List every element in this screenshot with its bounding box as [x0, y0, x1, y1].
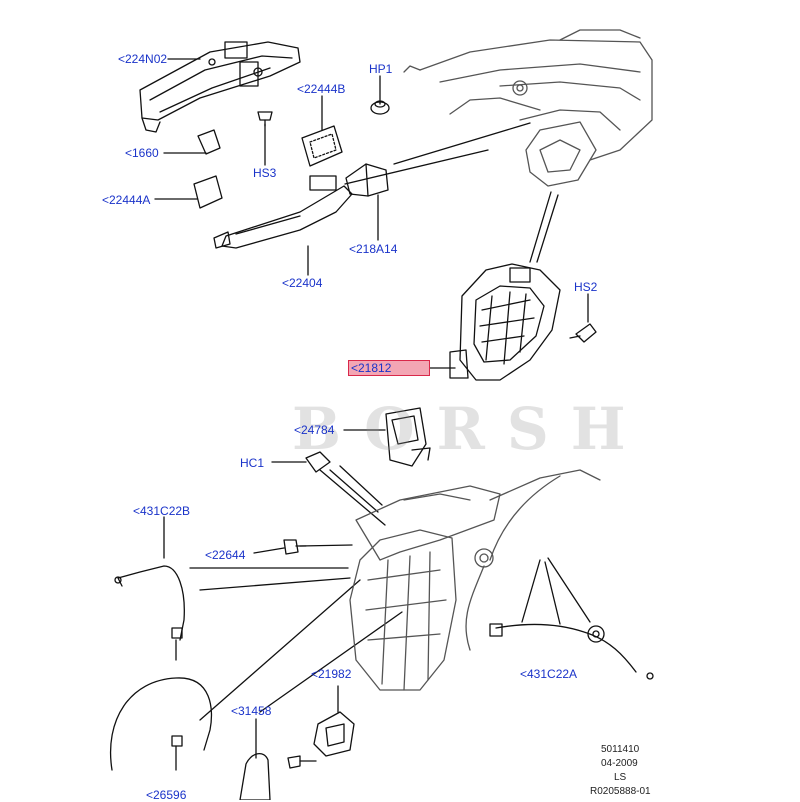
stamp-drawing-number: 5011410	[601, 744, 640, 755]
callout-1660[interactable]: <1660	[125, 146, 159, 160]
callout-22644[interactable]: <22644	[205, 548, 246, 562]
cap-218a14-part	[345, 163, 389, 197]
gasket-22444a-part	[193, 175, 223, 209]
cable-431c22b-part	[114, 565, 185, 661]
callout-hs3[interactable]: HS3	[253, 166, 277, 180]
leader-lines	[154, 58, 591, 759]
stamp-code: LS	[614, 772, 627, 783]
exterior-handle-22404-part	[213, 175, 353, 249]
stamp-date: 04-2009	[601, 758, 638, 769]
callout-hp1[interactable]: HP1	[369, 62, 393, 76]
callout-hc1[interactable]: HC1	[240, 456, 265, 470]
bracket-24784-part	[385, 407, 431, 467]
hs3-screw-part	[257, 111, 273, 127]
clip-hc1-part	[305, 451, 331, 473]
callout-431c22a[interactable]: <431C22A	[520, 667, 578, 681]
stamp-reference: R0205888-01	[590, 786, 651, 797]
watermark: BORSH	[292, 395, 648, 463]
door-inner-frame-upper	[403, 29, 653, 187]
striker-21982-part	[313, 711, 355, 757]
lower-screw-part	[287, 755, 317, 769]
gasket-22444b-part	[301, 125, 343, 167]
callout-22444b[interactable]: <22444B	[297, 82, 346, 96]
callout-431c22b[interactable]: <431C22B	[133, 504, 191, 518]
callout-26596[interactable]: <26596	[146, 788, 187, 802]
hs2-screw-part	[569, 323, 597, 343]
callout-24784[interactable]: <24784	[294, 423, 335, 437]
callout-21982[interactable]: <21982	[311, 667, 352, 681]
door-lock-module-lower	[349, 469, 601, 691]
callout-22404[interactable]: <22404	[282, 276, 323, 290]
bolt-22644-part	[283, 539, 307, 555]
callout-22444a[interactable]: <22444A	[102, 193, 151, 207]
cover-31458-part	[239, 753, 271, 800]
callout-21812-selected[interactable]: <21812	[348, 360, 430, 376]
callout-224n02[interactable]: <224N02	[118, 52, 168, 66]
cable-431c22a-part	[489, 623, 654, 680]
clip-1660-part	[197, 129, 221, 155]
cable-26596-part	[110, 677, 213, 771]
callout-218a14[interactable]: <218A14	[349, 242, 398, 256]
hp1-plug-part	[370, 100, 390, 115]
callout-31458[interactable]: <31458	[231, 704, 272, 718]
handle-carrier-part	[139, 41, 301, 133]
callout-hs2[interactable]: HS2	[574, 280, 598, 294]
door-latch-21812-part	[449, 263, 561, 381]
